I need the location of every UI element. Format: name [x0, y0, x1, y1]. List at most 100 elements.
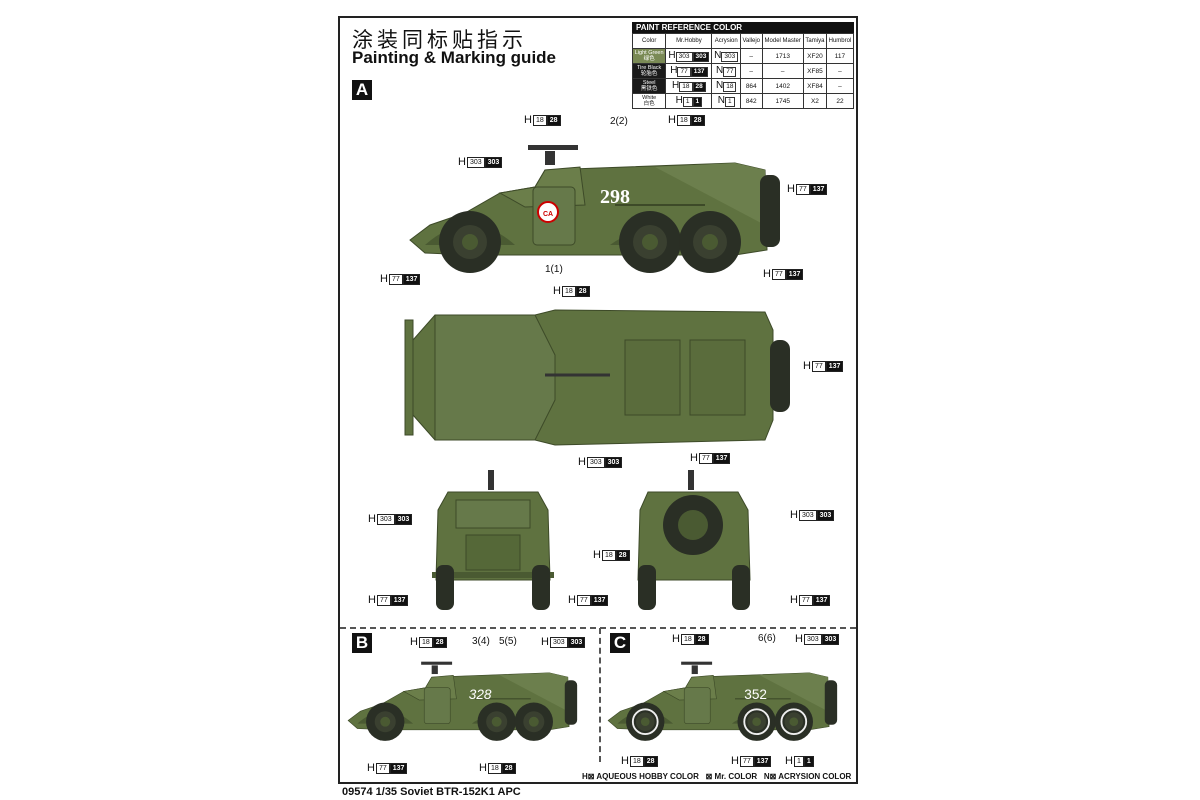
mr-color-code: 28 [694, 634, 709, 645]
callout-prefix: H [553, 285, 561, 297]
decal-ref-6: 6(6) [758, 633, 776, 644]
legend-mr-color: ⊠ Mr. COLOR [705, 772, 758, 781]
mr-color-code: 303 [604, 457, 623, 468]
aqueous-code: 303 [798, 510, 817, 521]
mr-color-code: 303 [484, 157, 503, 168]
scheme-c-label: C [610, 633, 630, 653]
section-divider-vertical [599, 628, 601, 762]
mr-color-code: 28 [643, 756, 658, 767]
callout-prefix: H [672, 633, 680, 645]
page-title: Painting & Marking guide [352, 48, 557, 67]
aqueous-code: 77 [739, 756, 754, 767]
decal-ref-1: 1(1) [545, 264, 563, 275]
model-master-code: 1402 [761, 78, 804, 94]
mr-color-code: 28 [690, 115, 705, 126]
aqueous-code: 303 [803, 634, 822, 645]
callout-prefix: H [479, 762, 487, 774]
callout-prefix: H [541, 636, 549, 648]
legend-aqueous: H⊠ AQUEOUS HOBBY COLOR [582, 772, 699, 781]
tamiya-code: XF84 [802, 78, 827, 94]
model-master-code: 1745 [761, 93, 804, 109]
paint-table-title: PAINT REFERENCE COLOR [632, 22, 854, 33]
tamiya-code: XF20 [802, 48, 827, 64]
paint-table-header: Color Mr.Hobby Acrysion Vallejo Model Ma… [631, 33, 855, 49]
aqueous-code: 77 [795, 184, 810, 195]
callout-prefix: H [763, 268, 771, 280]
mr-color-code: 28 [615, 550, 630, 561]
aqueous-code: 77 [811, 361, 826, 372]
vehicle-number-a: 298 [600, 186, 630, 208]
vehicle-b-side-view: 328 [347, 661, 578, 741]
col-acrysion: Acrysion [711, 33, 741, 49]
section-divider-horizontal [340, 627, 856, 629]
vallejo-code: 842 [739, 93, 763, 109]
tamiya-code: X2 [802, 93, 827, 109]
vehicle-front-view [432, 470, 554, 610]
title-chinese: 涂装同标贴指示 [352, 28, 527, 52]
aqueous-code: 18 [487, 763, 502, 774]
callout-prefix: H [803, 360, 811, 372]
col-vallejo: Vallejo [739, 33, 763, 49]
tamiya-code: XF85 [802, 63, 827, 79]
callout-prefix: H [668, 114, 676, 126]
decal-ref-5: 5(5) [499, 636, 517, 647]
aqueous-code: 18 [629, 756, 644, 767]
rear-wheel [679, 211, 741, 273]
callout-prefix: H [368, 513, 376, 525]
mr-color-code: 137 [402, 274, 421, 285]
callout-prefix: H [368, 594, 376, 606]
callout-prefix: H [785, 755, 793, 767]
mr-color-code: 137 [712, 453, 731, 464]
mr-color-code: 28 [432, 637, 447, 648]
humbrol-code: 117 [825, 48, 855, 64]
aqueous-code: 303 [549, 637, 568, 648]
aqueous-code: 303 [376, 514, 395, 525]
vehicle-number-c: 352 [744, 687, 767, 702]
callout-prefix: H [621, 755, 629, 767]
aqueous-code: 77 [798, 595, 813, 606]
callout-prefix: H [790, 509, 798, 521]
aqueous-code: 77 [376, 595, 391, 606]
col-model-master: Model Master [761, 33, 804, 49]
callout-prefix: H [458, 156, 466, 168]
mr-color-code: 137 [785, 269, 804, 280]
callout-prefix: H [787, 183, 795, 195]
callout-prefix: H [690, 452, 698, 464]
kit-footer: 09574 1/35 Soviet BTR-152K1 APC [342, 786, 521, 798]
model-master-code: 1713 [761, 48, 804, 64]
aqueous-code: 18 [561, 286, 576, 297]
aqueous-code: 303 [466, 157, 485, 168]
front-wheel [439, 211, 501, 273]
badge-text: CA [543, 211, 553, 218]
color-legend: H⊠ AQUEOUS HOBBY COLOR ⊠ Mr. COLOR N⊠ AC… [582, 772, 851, 781]
model-master-code: – [761, 63, 804, 79]
mr-color-code: 137 [825, 361, 844, 372]
callout-prefix: H [578, 456, 586, 468]
scheme-b-label: B [352, 633, 372, 653]
